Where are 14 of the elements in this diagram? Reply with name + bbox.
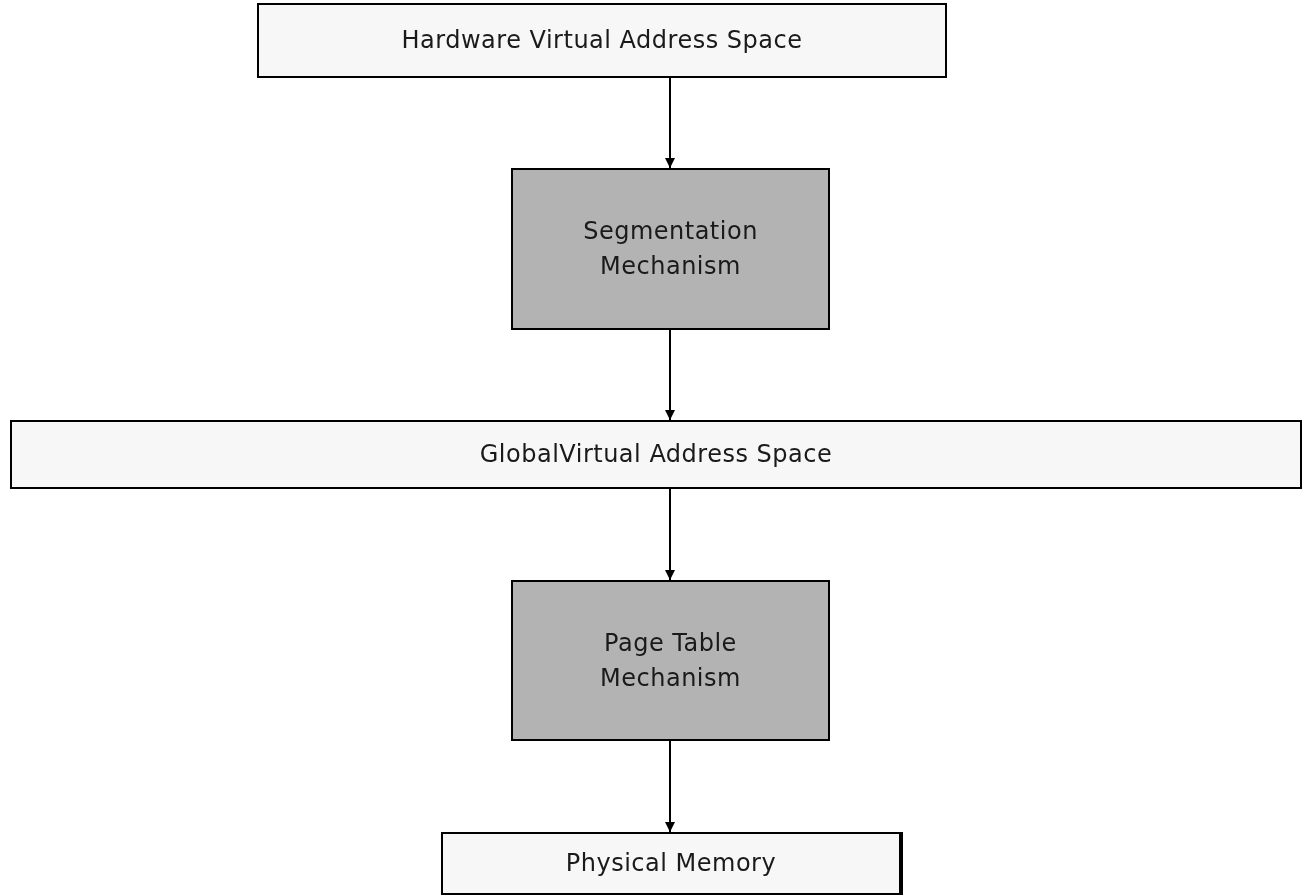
box-label: Segmentation Mechanism [582, 216, 759, 282]
box-label: Hardware Virtual Address Space [401, 25, 803, 57]
arrow [665, 740, 675, 833]
address-space-box [257, 3, 947, 78]
box-label: Physical Memory [565, 848, 777, 880]
address-space-box [441, 832, 903, 895]
process-box [511, 168, 830, 330]
process-box [511, 580, 830, 741]
arrow [665, 77, 675, 169]
box-label: GlobalVirtual Address Space [479, 439, 833, 471]
box-label: Page Table Mechanism [599, 627, 742, 694]
arrow [665, 488, 675, 581]
arrow [665, 329, 675, 421]
address-space-box [10, 420, 1302, 489]
